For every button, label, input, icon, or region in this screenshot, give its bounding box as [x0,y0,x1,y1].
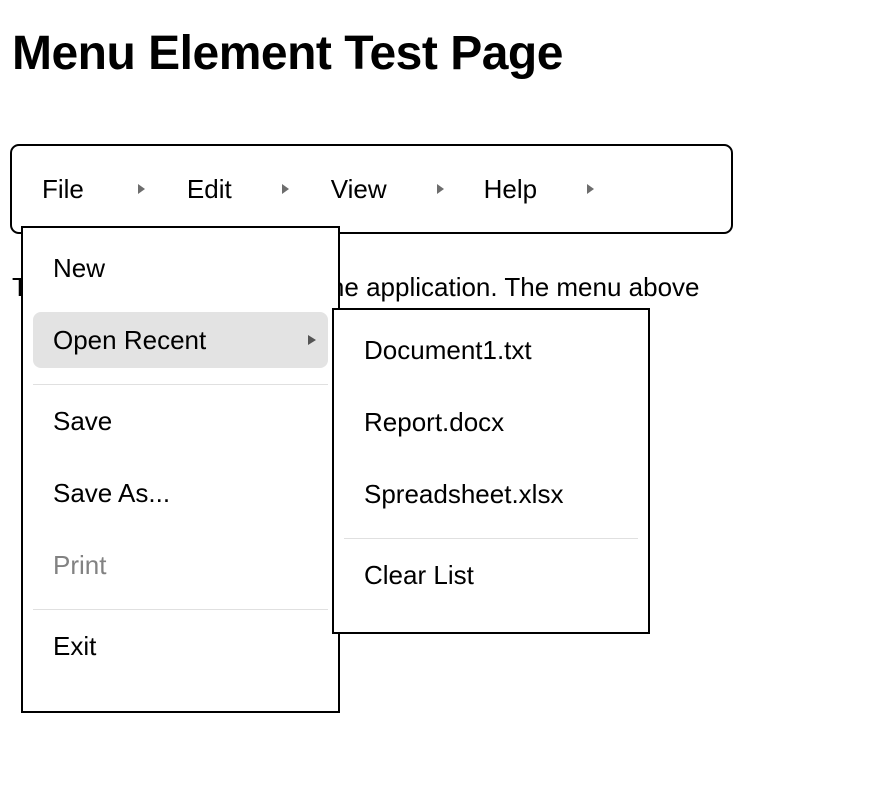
menu-item-document1-label: Document1.txt [364,335,532,365]
caret-right-icon [137,184,145,194]
menu-item-print-label: Print [53,550,107,580]
caret-right-icon [587,184,595,194]
menubar-item-file-label: File [42,174,84,204]
menu-separator [33,609,328,610]
menubar-item-view[interactable]: View [331,146,448,232]
menu-item-exit[interactable]: Exit [33,618,328,674]
menu-item-save[interactable]: Save [33,393,328,449]
menu-item-exit-label: Exit [53,631,97,661]
menubar-item-edit-label: Edit [186,174,232,204]
menu-item-report-label: Report.docx [364,407,505,437]
menu-item-save-as[interactable]: Save As... [33,465,328,521]
page-title: Menu Element Test Page [12,27,563,80]
menu-item-document1[interactable]: Document1.txt [344,322,638,378]
menu-item-spreadsheet-label: Spreadsheet.xlsx [364,479,564,509]
menubar-item-help[interactable]: Help [484,146,598,232]
menu-item-new-label: New [53,253,106,283]
menu-item-new[interactable]: New [33,240,328,296]
menu-item-open-recent[interactable]: Open Recent [33,312,328,368]
open-recent-submenu: Document1.txt Report.docx Spreadsheet.xl… [332,308,650,634]
caret-right-icon [436,184,444,194]
menu-item-report[interactable]: Report.docx [344,394,638,450]
menubar-item-file[interactable]: File [42,146,149,232]
menu-item-spreadsheet[interactable]: Spreadsheet.xlsx [344,466,638,522]
caret-right-icon [308,335,316,345]
menu-item-clear-list-label: Clear List [364,560,474,590]
menu-item-print: Print [33,537,328,593]
menubar-item-help-label: Help [483,174,538,204]
menu-item-clear-list[interactable]: Clear List [344,547,638,603]
menubar-item-view-label: View [330,174,387,204]
menu-item-save-label: Save [53,406,113,436]
caret-right-icon [281,184,289,194]
menubar-item-edit[interactable]: Edit [187,146,293,232]
menu-item-save-as-label: Save As... [53,478,171,508]
menu-item-open-recent-label: Open Recent [53,325,207,355]
menu-separator [33,384,328,385]
menubar: File Edit View Help [10,144,733,234]
file-dropdown-menu: New Open Recent Save Save As... Print Ex… [21,226,340,713]
menu-separator [344,538,638,539]
